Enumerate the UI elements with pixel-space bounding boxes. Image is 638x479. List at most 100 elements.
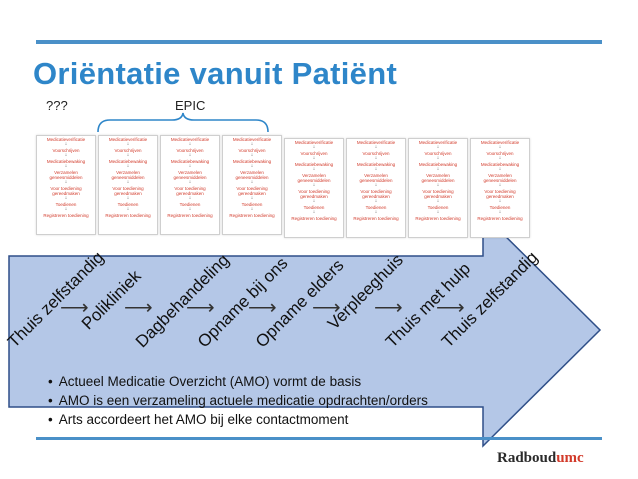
- card-step: Toedienen: [179, 202, 201, 207]
- card-step: Medicatieverificatie: [418, 140, 458, 145]
- card-step: Registreren toediening: [43, 213, 89, 218]
- card-step: Medicatiebewaking: [170, 159, 210, 164]
- card-step: Voorschrijven: [424, 151, 452, 156]
- down-arrow-icon: ↓: [498, 144, 502, 150]
- process-card: Medicatieverificatie↓Voorschrijven↓Medic…: [346, 138, 406, 238]
- down-arrow-icon: ↓: [436, 209, 440, 215]
- down-arrow-icon: ↓: [64, 206, 68, 212]
- process-card: Medicatieverificatie↓Voorschrijven↓Medic…: [222, 135, 282, 235]
- right-arrow-icon: ⟶: [186, 297, 215, 319]
- down-arrow-icon: ↓: [64, 195, 68, 201]
- card-step: Voorschrijven: [238, 148, 266, 153]
- logo-part-1: Radboud: [497, 450, 557, 466]
- card-step: Voor toediening gereedmaken: [422, 189, 454, 199]
- process-card: Medicatieverificatie↓Voorschrijven↓Medic…: [98, 135, 158, 235]
- card-step: Toedienen: [427, 205, 449, 210]
- down-arrow-icon: ↓: [126, 163, 130, 169]
- down-arrow-icon: ↓: [436, 198, 440, 204]
- epic-label: EPIC: [175, 98, 206, 113]
- down-arrow-icon: ↓: [188, 206, 192, 212]
- card-step: Voorschrijven: [52, 148, 80, 153]
- down-arrow-icon: ↓: [250, 141, 254, 147]
- card-step: Voor toediening gereedmaken: [484, 189, 516, 199]
- card-step: Verzamelen geneesmiddelen: [297, 173, 331, 183]
- card-step: Voor toediening gereedmaken: [50, 186, 82, 196]
- card-step: Registreren toediening: [353, 216, 399, 221]
- card-step: Registreren toediening: [229, 213, 275, 218]
- footer-rule: [36, 437, 602, 440]
- down-arrow-icon: ↓: [188, 152, 192, 158]
- bullet-item: Arts accordeert het AMO bij elke contact…: [48, 410, 428, 429]
- down-arrow-icon: ↓: [374, 166, 378, 172]
- card-step: Medicatiebewaking: [294, 162, 334, 167]
- card-step: Voor toediening gereedmaken: [298, 189, 330, 199]
- card-step: Verzamelen geneesmiddelen: [49, 170, 83, 180]
- card-step: Voorschrijven: [300, 151, 328, 156]
- card-step: Voor toediening gereedmaken: [174, 186, 206, 196]
- down-arrow-icon: ↓: [312, 144, 316, 150]
- card-step: Registreren toediening: [167, 213, 213, 218]
- down-arrow-icon: ↓: [250, 163, 254, 169]
- card-step: Toedienen: [489, 205, 511, 210]
- down-arrow-icon: ↓: [498, 198, 502, 204]
- down-arrow-icon: ↓: [312, 209, 316, 215]
- top-rule: [36, 40, 602, 44]
- card-step: Medicatiebewaking: [356, 162, 396, 167]
- card-step: Registreren toediening: [477, 216, 523, 221]
- card-step: Registreren toediening: [291, 216, 337, 221]
- down-arrow-icon: ↓: [188, 179, 192, 185]
- down-arrow-icon: ↓: [312, 198, 316, 204]
- down-arrow-icon: ↓: [188, 141, 192, 147]
- logo-part-2: umc: [556, 450, 584, 466]
- card-step: Registreren toediening: [415, 216, 461, 221]
- down-arrow-icon: ↓: [64, 141, 68, 147]
- down-arrow-icon: ↓: [498, 209, 502, 215]
- card-step: Medicatiebewaking: [108, 159, 148, 164]
- down-arrow-icon: ↓: [498, 182, 502, 188]
- down-arrow-icon: ↓: [436, 182, 440, 188]
- card-step: Verzamelen geneesmiddelen: [235, 170, 269, 180]
- down-arrow-icon: ↓: [436, 155, 440, 161]
- card-step: Toedienen: [55, 202, 77, 207]
- process-card: Medicatieverificatie↓Voorschrijven↓Medic…: [160, 135, 220, 235]
- epic-brace: [97, 112, 269, 133]
- card-step: Medicatieverificatie: [108, 137, 148, 142]
- down-arrow-icon: ↓: [250, 195, 254, 201]
- card-step: Voorschrijven: [176, 148, 204, 153]
- down-arrow-icon: ↓: [188, 195, 192, 201]
- down-arrow-icon: ↓: [374, 182, 378, 188]
- card-step: Medicatieverificatie: [294, 140, 334, 145]
- card-step: Voor toediening gereedmaken: [236, 186, 268, 196]
- down-arrow-icon: ↓: [374, 198, 378, 204]
- down-arrow-icon: ↓: [126, 179, 130, 185]
- card-step: Medicatieverificatie: [46, 137, 86, 142]
- down-arrow-icon: ↓: [64, 179, 68, 185]
- down-arrow-icon: ↓: [64, 152, 68, 158]
- down-arrow-icon: ↓: [436, 144, 440, 150]
- card-step: Toedienen: [365, 205, 387, 210]
- down-arrow-icon: ↓: [250, 206, 254, 212]
- radboudumc-logo: Radboudumc: [497, 450, 584, 467]
- process-card: Medicatieverificatie↓Voorschrijven↓Medic…: [36, 135, 96, 235]
- card-step: Toedienen: [117, 202, 139, 207]
- right-arrow-icon: ⟶: [374, 297, 403, 319]
- down-arrow-icon: ↓: [498, 166, 502, 172]
- slide-title: Oriëntatie vanuit Patiënt: [33, 56, 398, 91]
- bullet-item: AMO is een verzameling actuele medicatie…: [48, 391, 428, 410]
- card-step: Medicatieverificatie: [232, 137, 272, 142]
- card-step: Toedienen: [303, 205, 325, 210]
- card-step: Voorschrijven: [114, 148, 142, 153]
- card-step: Medicatiebewaking: [480, 162, 520, 167]
- down-arrow-icon: ↓: [126, 152, 130, 158]
- bullet-item: Actueel Medicatie Overzicht (AMO) vormt …: [48, 372, 428, 391]
- down-arrow-icon: ↓: [374, 209, 378, 215]
- card-step: Voor toediening gereedmaken: [112, 186, 144, 196]
- down-arrow-icon: ↓: [126, 141, 130, 147]
- card-step: Medicatieverificatie: [356, 140, 396, 145]
- right-arrow-icon: ⟶: [124, 297, 153, 319]
- card-step: Voorschrijven: [362, 151, 390, 156]
- card-step: Voor toediening gereedmaken: [360, 189, 392, 199]
- down-arrow-icon: ↓: [250, 179, 254, 185]
- card-step: Medicatieverificatie: [170, 137, 210, 142]
- card-step: Medicatieverificatie: [480, 140, 520, 145]
